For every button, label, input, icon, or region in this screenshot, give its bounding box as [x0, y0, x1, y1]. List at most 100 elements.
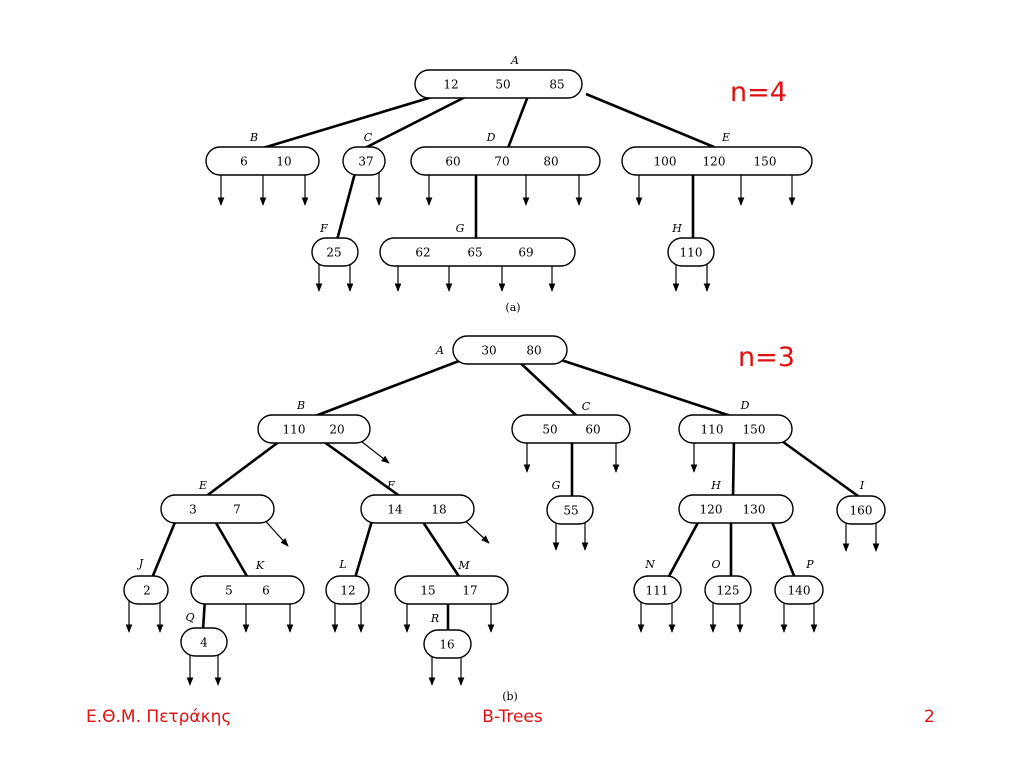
node-key: 25 [326, 246, 341, 260]
node-key: 160 [850, 504, 873, 518]
node-label: H [710, 479, 721, 492]
footer-page-number: 2 [924, 707, 935, 727]
node-label: E [721, 131, 730, 144]
node-label: I [859, 479, 865, 492]
tree-a-node-e [621, 146, 813, 176]
node-key: 69 [518, 246, 533, 260]
node-label: R [430, 612, 439, 625]
tree-a-caption: (a) [505, 301, 520, 314]
tree-a-node-a [414, 69, 583, 99]
node-label: C [364, 131, 373, 144]
tree-b-node-h [678, 494, 794, 524]
tree-edge [512, 355, 579, 418]
node-key: 4 [200, 636, 208, 650]
tree-a-node-c [342, 146, 386, 176]
node-key: 2 [143, 584, 151, 598]
node-key: 125 [717, 584, 740, 598]
node-key: 70 [494, 155, 509, 169]
node-label: O [711, 558, 720, 571]
tree-edge [150, 514, 180, 579]
tree-b-node-q [180, 627, 228, 657]
tree-a-node-d [410, 146, 601, 176]
tree-nodes [123, 69, 886, 659]
node-key: 150 [754, 155, 777, 169]
tree-edge [768, 516, 797, 579]
tree-edge [335, 172, 357, 241]
tree-b-node-r [423, 629, 472, 659]
node-key: 100 [654, 155, 677, 169]
tree-b-node-c [511, 414, 631, 444]
tree-edge [210, 515, 250, 579]
node-key: 14 [387, 503, 403, 517]
tree-b-node-i [836, 495, 886, 525]
node-label: F [386, 479, 395, 492]
tree-edge [417, 515, 462, 579]
tree-b-node-f [360, 494, 475, 524]
node-key: 17 [462, 584, 477, 598]
footer-title: B-Trees [482, 707, 543, 727]
node-label: D [486, 131, 496, 144]
node-label: D [740, 399, 750, 412]
node-key: 120 [703, 155, 726, 169]
node-label: N [644, 558, 655, 571]
node-key: 50 [495, 78, 510, 92]
node-key: 140 [788, 584, 811, 598]
tree-edge [309, 354, 473, 420]
tree-a-node-f [311, 237, 359, 267]
node-key: 12 [443, 78, 458, 92]
node-key: 12 [340, 584, 355, 598]
node-label: M [457, 559, 470, 572]
tree-a-node-g [379, 237, 576, 267]
node-key: 150 [743, 423, 766, 437]
tree-edge [731, 437, 736, 498]
tree-b-node-p [774, 575, 824, 605]
node-key: 50 [542, 423, 557, 437]
footer-author: Ε.Θ.Μ. Πετράκης [86, 707, 232, 727]
node-key: 7 [233, 503, 241, 517]
tree-edge [319, 437, 402, 499]
tree-edge [506, 95, 530, 149]
node-label: K [255, 559, 265, 572]
tree-b-node-j [123, 575, 169, 605]
tree-edge [353, 513, 376, 579]
node-key: 15 [420, 584, 435, 598]
node-label: B [249, 131, 258, 144]
node-key: 6 [240, 155, 248, 169]
node-key: 10 [276, 155, 291, 169]
tree-edge [204, 436, 285, 499]
node-key: 5 [225, 584, 233, 598]
tree-b-node-k [190, 575, 305, 605]
node-key: 55 [563, 504, 578, 518]
node-label: B [296, 399, 305, 412]
node-key: 120 [700, 503, 723, 517]
tree-b-node-n [633, 575, 682, 605]
node-label: Q [185, 611, 194, 624]
node-label: J [137, 557, 144, 570]
node-key: 37 [358, 155, 373, 169]
tree-b-node-o [704, 575, 752, 605]
node-label: A [510, 54, 519, 67]
node-key: 110 [701, 423, 724, 437]
node-key: 60 [585, 423, 600, 437]
tree-edge [551, 355, 738, 420]
node-label: E [198, 479, 207, 492]
tree-b-caption: (b) [502, 690, 518, 703]
node-label: P [805, 558, 814, 571]
node-label: G [552, 479, 561, 492]
node-key: 130 [743, 503, 766, 517]
tree-edge [666, 516, 703, 579]
tree-a-order-label: n=4 [730, 77, 787, 108]
tree-b-order-label: n=3 [738, 342, 795, 373]
node-key: 30 [481, 344, 496, 358]
node-key: 62 [415, 246, 430, 260]
node-key: 20 [329, 423, 344, 437]
tree-b-node-g [546, 495, 594, 525]
node-key: 110 [283, 423, 306, 437]
node-key: 110 [680, 246, 703, 260]
tree-edges [150, 89, 859, 631]
tree-b-node-e [160, 494, 275, 524]
node-label: C [582, 400, 591, 413]
node-label: A [435, 344, 444, 357]
